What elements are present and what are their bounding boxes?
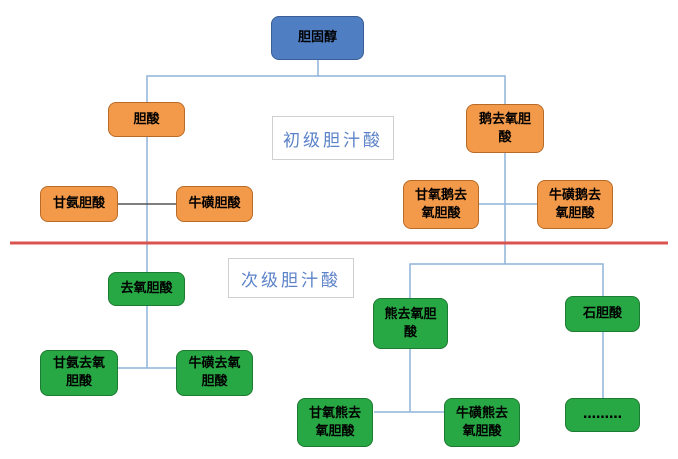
label-secondary-bile-acids: 次级胆汁酸: [228, 258, 354, 298]
node-taurodeoxycholic-acid: 牛磺去氧 胆酸: [176, 350, 253, 396]
connector-root: [146, 60, 319, 102]
node-ursodeoxycholic-acid: 熊去氧胆 酸: [373, 298, 448, 349]
node-taurocholic-acid: 牛磺胆酸: [176, 186, 253, 222]
node-glycocholic-acid: 甘氨胆酸: [40, 186, 118, 222]
node-glycodeoxycholic-acid: 甘氨去氧 胆酸: [40, 350, 118, 396]
node-glycoursodeoxycholic-acid: 甘氧熊去 氧胆酸: [297, 398, 373, 447]
connector-secondary-branch: [409, 263, 604, 298]
node-cholesterol: 胆固醇: [271, 16, 364, 60]
node-more: ………: [565, 398, 640, 432]
connector-root-right: [318, 75, 506, 104]
node-glycochenodeoxycholic-acid: 甘氧鹅去 氧胆酸: [403, 180, 479, 229]
node-lithocholic-acid: 石胆酸: [565, 296, 640, 332]
label-primary-bile-acids: 初级胆汁酸: [272, 116, 394, 160]
node-tauroursodeoxycholic-acid: 牛磺熊去 氧胆酸: [444, 398, 520, 447]
node-chenodeoxycholic-acid: 鹅去氧胆 酸: [466, 104, 544, 153]
node-cholic-acid: 胆酸: [108, 102, 185, 137]
node-deoxycholic-acid: 去氧胆酸: [108, 272, 185, 306]
node-taurochenodeoxycholic-acid: 牛磺鹅去 氧胆酸: [537, 180, 613, 229]
